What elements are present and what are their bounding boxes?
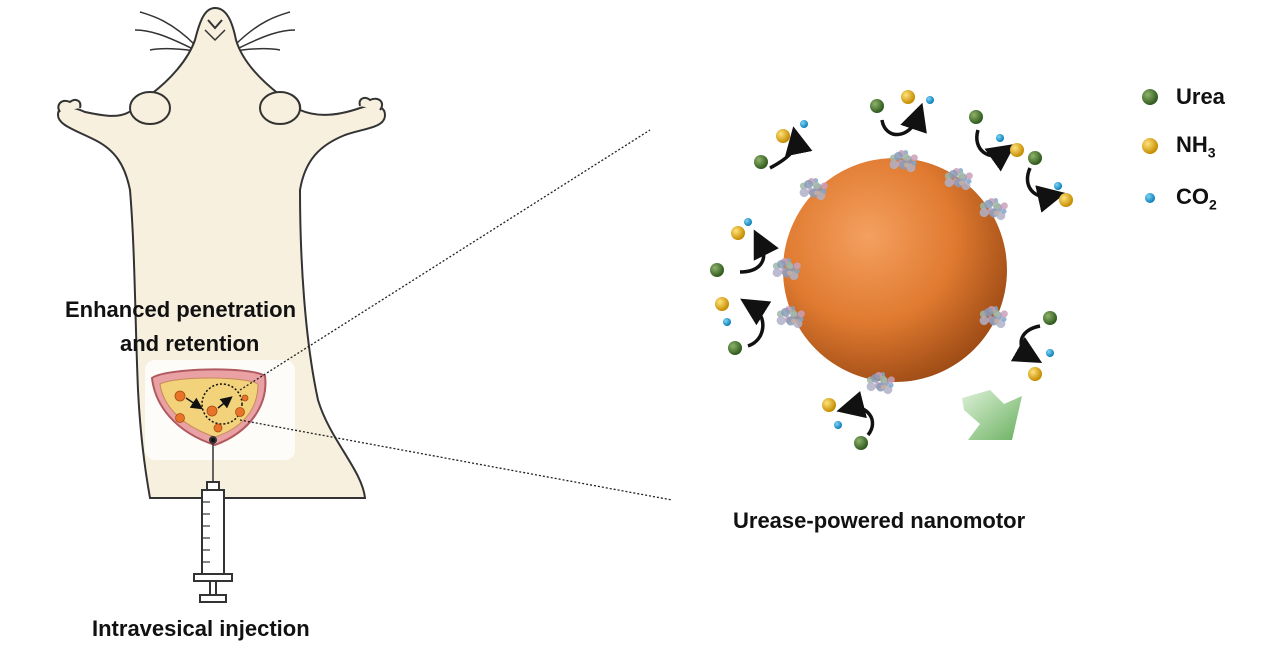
urea-molecule — [710, 263, 724, 277]
urea-molecule — [728, 341, 742, 355]
nh3-molecule — [1059, 193, 1073, 207]
nh3-dot-icon — [1142, 138, 1158, 154]
reaction-group — [1025, 151, 1073, 213]
enzyme-cluster-icon — [979, 305, 1008, 329]
enhanced-penetration-label: Enhanced penetration — [65, 297, 297, 322]
legend-item-co2: CO2 — [1140, 183, 1217, 213]
enzyme-cluster-icon — [979, 197, 1008, 221]
enzyme-cluster-icon — [799, 177, 828, 201]
urea-molecule — [1043, 311, 1057, 325]
urea-molecule — [870, 99, 884, 113]
nh3-molecule — [901, 90, 915, 104]
reaction-arrow-icon — [739, 229, 779, 274]
nanomotor-sphere — [783, 158, 1007, 382]
legend-label-nh3: NH — [1176, 131, 1208, 157]
legend-sub-nh3: 3 — [1207, 144, 1216, 161]
reaction-group — [1010, 311, 1057, 381]
enzyme-cluster-icon — [772, 257, 801, 281]
co2-molecule — [1046, 349, 1054, 357]
reaction-arrow-icon — [836, 391, 875, 437]
co2-molecule — [926, 96, 934, 104]
reaction-group — [822, 391, 875, 450]
enzyme-cluster-icon — [776, 305, 805, 329]
retention-label: and retention — [120, 331, 260, 356]
legend-label-co2: CO — [1176, 183, 1209, 209]
nh3-molecule — [1028, 367, 1042, 381]
enzyme-cluster-icon — [889, 149, 918, 173]
reaction-arrow-icon — [975, 129, 1016, 172]
bladder-icon — [150, 368, 267, 447]
reactions — [710, 90, 1073, 450]
co2-molecule — [723, 318, 731, 326]
legend-item-nh3: NH3 — [1140, 131, 1216, 161]
nanomotor-label: Urease-powered nanomotor — [733, 508, 1026, 533]
legend-item-urea: Urea — [1140, 82, 1225, 112]
intravesical-injection-label: Intravesical injection — [92, 616, 310, 641]
reaction-group — [870, 90, 934, 137]
reaction-arrow-icon — [769, 126, 813, 170]
enzyme-clusters — [772, 149, 1008, 395]
co2-molecule — [834, 421, 842, 429]
zoom-circle — [201, 383, 243, 425]
nh3-molecule — [1010, 143, 1024, 157]
nh3-molecule — [731, 226, 745, 240]
nh3-molecule — [715, 297, 729, 311]
urea-molecule — [854, 436, 868, 450]
reaction-arrow-icon — [880, 102, 927, 137]
nh3-molecule — [776, 129, 790, 143]
legend-label-urea: Urea — [1176, 84, 1225, 109]
bladder-particles — [174, 390, 249, 433]
reaction-group — [715, 297, 772, 355]
direction-arrow-icon — [962, 390, 1022, 440]
urea-molecule — [754, 155, 768, 169]
syringe-icon — [193, 436, 233, 603]
reaction-group — [710, 218, 779, 277]
co2-molecule — [800, 120, 808, 128]
nh3-molecule — [822, 398, 836, 412]
co2-dot-icon — [1145, 193, 1155, 203]
zoom-lines — [239, 129, 673, 501]
urea-dot-icon — [1142, 89, 1158, 105]
mouse-body — [56, 6, 387, 499]
legend-sub-co2: 2 — [1209, 196, 1217, 213]
reaction-arrow-icon — [1025, 167, 1066, 213]
co2-molecule — [744, 218, 752, 226]
enzyme-cluster-icon — [866, 371, 895, 395]
reaction-arrow-icon — [740, 298, 772, 348]
urea-molecule — [1028, 151, 1042, 165]
enzyme-cluster-icon — [944, 167, 973, 191]
co2-molecule — [1054, 182, 1062, 190]
reaction-group — [969, 110, 1024, 172]
reaction-group — [754, 120, 813, 170]
urea-molecule — [969, 110, 983, 124]
reaction-arrow-icon — [1010, 324, 1043, 363]
co2-molecule — [996, 134, 1004, 142]
